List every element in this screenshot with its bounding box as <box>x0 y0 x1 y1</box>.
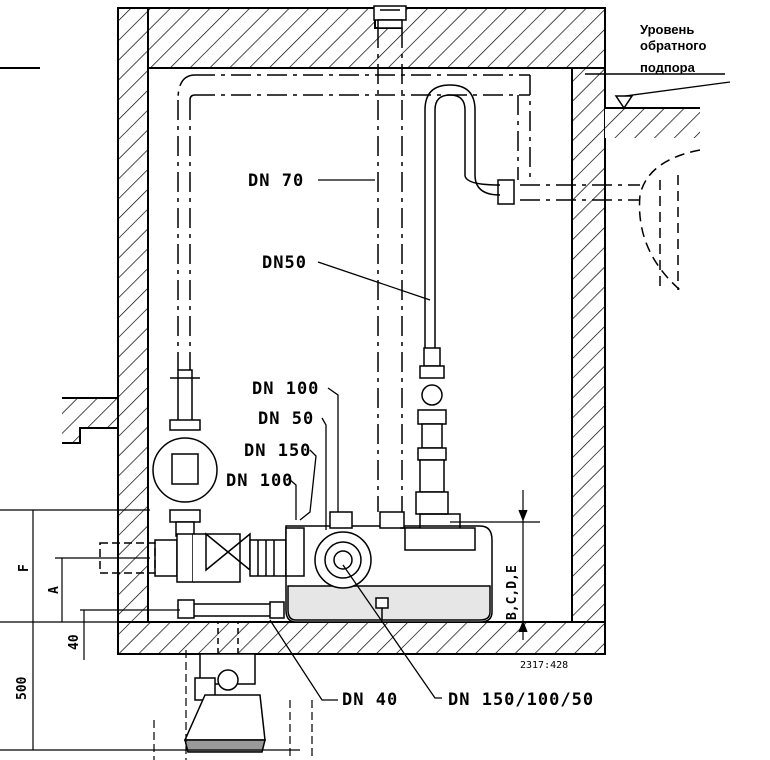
sewer-main <box>638 149 701 291</box>
dn50-top-label: DN50 <box>262 253 307 273</box>
dn40-label: DN 40 <box>342 690 398 710</box>
dim-500-label: 500 <box>15 676 30 700</box>
vent-pipe-dn50 <box>424 84 515 350</box>
backwater-level-label-1: Уровень <box>640 22 694 37</box>
dim-f-label: F <box>17 564 32 572</box>
dn70-label: DN 70 <box>248 171 304 191</box>
labels: Уровень обратного подпора DN 70 DN50 DN … <box>15 22 707 710</box>
backwater-level-label-2: обратного <box>640 38 707 53</box>
dn150-label: DN 150 <box>244 441 311 461</box>
leader-lines <box>269 81 731 701</box>
pipe-cap <box>373 5 407 29</box>
dn150-100-50-label: DN 150/100/50 <box>448 690 594 710</box>
backwater-level-label-3: подпора <box>640 60 696 75</box>
dim-a-label: A <box>47 586 62 594</box>
lifting-station <box>285 511 493 623</box>
drainage-pump <box>183 622 266 753</box>
dn50-label-b: DN 50 <box>258 409 314 429</box>
dn100-label-b: DN 100 <box>226 471 293 491</box>
dimension-lines <box>0 490 540 760</box>
inlet-fittings <box>99 532 287 619</box>
ground-level <box>585 73 725 110</box>
gate-valve <box>152 369 218 537</box>
drawing-number: 2317:428 <box>520 660 568 671</box>
dim-40-label: 40 <box>67 634 82 650</box>
dim-bcde-label: B,C,D,E <box>505 565 520 620</box>
pressure-pipes <box>177 28 640 512</box>
dn100-label-a: DN 100 <box>252 379 319 399</box>
